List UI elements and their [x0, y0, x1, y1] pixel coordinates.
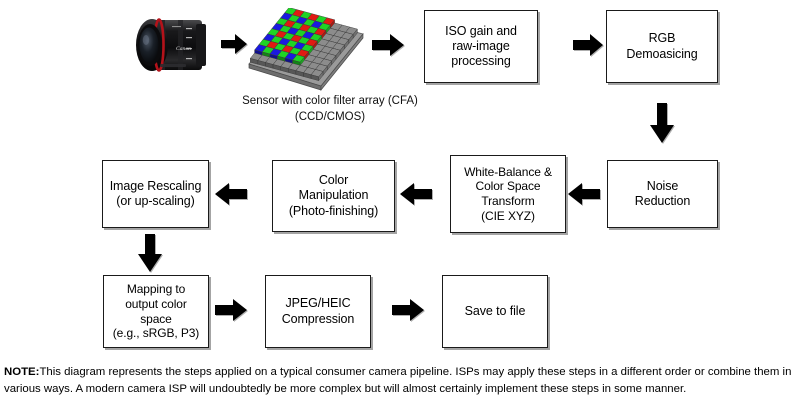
box-line: (CIE XYZ)	[481, 208, 535, 223]
arrow-output-mapping-to-compression	[215, 299, 247, 321]
box-line: (Photo-finishing)	[288, 203, 379, 218]
box-line: output color	[125, 296, 187, 311]
box-image-rescaling-lines: Image Rescaling (or up-scaling)	[103, 179, 208, 210]
box-line: Transform	[481, 194, 535, 208]
box-line: raw-image	[452, 38, 510, 53]
box-noise-reduction[interactable]: Noise Reduction	[607, 160, 718, 228]
box-line: RGB	[648, 31, 676, 46]
box-line: space	[140, 311, 172, 326]
box-line: Reduction	[634, 194, 691, 208]
box-color-manipulation-lines: Color Manipulation (Photo-finishing)	[273, 173, 394, 219]
arrow-white-balance-to-color-manipulation	[400, 183, 432, 205]
bayer-sensor-array-icon	[243, 7, 369, 92]
box-output-color-mapping[interactable]: Mapping to output color space (e.g., sRG…	[103, 275, 209, 348]
box-output-color-mapping-lines: Mapping to output color space (e.g., sRG…	[104, 282, 208, 341]
camera-lens-svg: Canon	[136, 18, 206, 72]
box-line: Manipulation	[298, 188, 369, 203]
box-white-balance[interactable]: White-Balance & Color Space Transform (C…	[450, 155, 566, 233]
box-line: (e.g., sRGB, P3)	[112, 326, 200, 341]
arrow-demosaicing-to-noise-reduction	[650, 103, 674, 143]
box-save-to-file[interactable]: Save to file	[442, 275, 548, 348]
box-rgb-demosaicing[interactable]: RGB Demoasicing	[606, 10, 718, 83]
box-image-rescaling[interactable]: Image Rescaling (or up-scaling)	[102, 160, 209, 228]
box-rgb-demosaicing-lines: RGB Demoasicing	[607, 31, 717, 62]
box-line: Compression	[281, 311, 355, 326]
box-line: Image Rescaling	[109, 178, 202, 193]
box-line: Noise	[646, 178, 679, 193]
bayer-sensor-svg	[248, 7, 364, 91]
box-compression-lines: JPEG/HEIC Compression	[266, 296, 370, 327]
box-line: Color	[318, 173, 349, 188]
box-line: White-Balance &	[464, 164, 552, 179]
arrow-noise-reduction-to-white-balance	[568, 183, 600, 205]
box-line: ISO gain and	[445, 23, 517, 38]
box-line: Save to file	[464, 303, 526, 318]
camera-lens-icon: Canon	[120, 10, 220, 78]
box-line: processing	[451, 54, 511, 69]
svg-text:Canon: Canon	[176, 46, 191, 52]
box-line: Demoasicing	[626, 46, 698, 61]
arrow-compression-to-save	[392, 299, 424, 321]
note-label: NOTE:	[4, 366, 40, 378]
arrow-iso-gain-to-demosaicing	[573, 34, 603, 56]
box-color-manipulation[interactable]: Color Manipulation (Photo-finishing)	[272, 160, 395, 232]
box-iso-gain[interactable]: ISO gain and raw-image processing	[424, 10, 538, 83]
sensor-caption-line2: (CCD/CMOS)	[294, 110, 366, 123]
box-iso-gain-lines: ISO gain and raw-image processing	[425, 24, 537, 70]
box-line: Color Space	[475, 179, 541, 194]
note-block: NOTE:This diagram represents the steps a…	[4, 364, 796, 398]
box-line: JPEG/HEIC	[285, 296, 351, 311]
box-save-to-file-lines: Save to file	[443, 304, 547, 319]
box-white-balance-lines: White-Balance & Color Space Transform (C…	[451, 165, 565, 224]
arrow-color-manipulation-to-rescaling	[215, 183, 247, 205]
box-compression[interactable]: JPEG/HEIC Compression	[265, 275, 371, 348]
box-noise-reduction-lines: Noise Reduction	[608, 179, 717, 210]
arrow-rescaling-to-output-mapping	[138, 234, 162, 272]
sensor-caption: Sensor with color filter array (CFA) (CC…	[200, 94, 460, 125]
note-body: This diagram represents the steps applie…	[4, 366, 792, 395]
sensor-caption-line1: Sensor with color filter array (CFA)	[242, 95, 418, 107]
box-line: (or up-scaling)	[116, 194, 195, 208]
arrow-lens-to-sensor	[221, 34, 247, 54]
arrow-sensor-to-iso-gain	[372, 34, 404, 56]
box-line: Mapping to	[126, 282, 186, 297]
